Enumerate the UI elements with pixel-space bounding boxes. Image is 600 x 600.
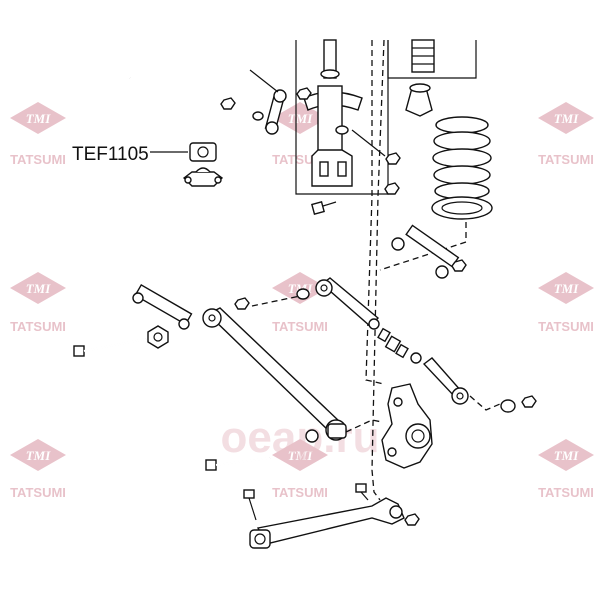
coil-spring (431, 116, 493, 220)
svg-text:TMI: TMI (554, 448, 580, 463)
stabilizer-link-nut-2 (296, 87, 312, 100)
strut-body (317, 85, 343, 157)
upper-control-arm-right (391, 224, 460, 279)
svg-text:TMI: TMI (554, 281, 580, 296)
strut-dashed-guide-2 (371, 39, 385, 471)
trailing-arm-bushing (327, 423, 347, 439)
arm-nut-right (451, 259, 467, 272)
watermark-brand-left-bot: TATSUMI (10, 485, 66, 500)
toe-link-cam (147, 325, 169, 349)
svg-text:TMI: TMI (288, 111, 314, 126)
svg-text:TMI: TMI (26, 111, 52, 126)
strut-bracket-hole (319, 161, 329, 177)
watermark-brand-right-top: TATSUMI (538, 152, 594, 167)
svg-text:TMI: TMI (554, 111, 580, 126)
lower-arm-bushing (249, 529, 271, 549)
watermark-logo-right-top: TMI (538, 102, 594, 134)
watermark-layer: TMI TATSUMI TMI TATSUMI TMI TATSUMI TMI … (10, 102, 594, 500)
stabilizer-bracket (182, 167, 224, 187)
lateral-arm-dashed-guide (251, 295, 301, 307)
lateral-arm-bolt (234, 297, 250, 310)
watermark-logo-center-top: TMI (272, 102, 328, 134)
watermark-logo-left-top: TMI (10, 102, 66, 134)
strut-rod-nut (320, 69, 340, 79)
strut-nut (385, 152, 401, 165)
watermark-brand-left-mid: TATSUMI (10, 319, 66, 334)
stabilizer-bar-end (252, 111, 264, 121)
watermark-site-text: oeap.ru (221, 413, 380, 462)
spring-dashed-guide (379, 222, 467, 271)
watermark-brand-right-mid: TATSUMI (538, 319, 594, 334)
lower-arm-bolt-right (355, 483, 369, 501)
trailing-arm-dashed-guide (345, 419, 383, 433)
bump-stop-top (409, 83, 431, 93)
watermark-logo-left-bot: TMI (10, 439, 66, 471)
stabilizer-bushing (189, 142, 217, 162)
strut-assembly (295, 39, 389, 195)
watermark-logo-right-bot: TMI (538, 439, 594, 471)
lower-arm-nut (521, 395, 537, 408)
adjust-bushing-chain (368, 318, 422, 364)
lower-arm-dashed-guide (371, 469, 381, 501)
stabilizer-link-nut (220, 97, 236, 110)
lower-arm-bolt-left (243, 489, 257, 521)
strut-lower-bracket (311, 149, 353, 187)
spring-insulator (431, 196, 493, 220)
toe-link-left (132, 283, 193, 330)
strut-leader-line (351, 129, 386, 157)
strut-nut-lower (384, 182, 400, 195)
bump-stop-assembly (387, 39, 477, 117)
stabilizer-bar (129, 74, 264, 135)
watermark-brand-center-mid: TATSUMI (272, 319, 328, 334)
toe-link-bolt (73, 338, 147, 357)
lower-arm-nut-right (404, 513, 420, 526)
strut-bracket-hole-2 (337, 161, 347, 177)
stabilizer-link-leader (249, 69, 279, 93)
svg-text:TMI: TMI (288, 448, 314, 463)
part-number-callout: TEF1105 (72, 144, 149, 165)
bump-box-outline (387, 40, 477, 79)
watermark-logo-right-mid: TMI (538, 272, 594, 304)
knuckle-long-bolt (205, 457, 271, 471)
strut-mount-bolt (311, 201, 337, 215)
strut-box-outline (295, 40, 389, 195)
watermark-brand-center-bot: TATSUMI (272, 485, 328, 500)
watermark-logo-center-bot: TMI (272, 439, 328, 471)
svg-text:TMI: TMI (26, 281, 52, 296)
lateral-arm-upper (315, 277, 380, 327)
strut-clip (335, 125, 349, 135)
lateral-arm-washer (296, 288, 310, 300)
svg-text:TMI: TMI (26, 448, 52, 463)
watermark-brand-right-bot: TATSUMI (538, 485, 594, 500)
lower-arm-washer (500, 399, 516, 413)
stabilizer-link (249, 69, 287, 135)
lower-arm-dashed-guide (469, 395, 501, 411)
lower-control-arm (256, 497, 405, 545)
rear-knuckle (381, 383, 433, 469)
lower-lateral-arm (422, 357, 469, 405)
trailing-arm-washer (305, 429, 319, 443)
watermark-brand-left-top: TATSUMI (10, 152, 66, 167)
watermark-logo-left-mid: TMI (10, 272, 66, 304)
